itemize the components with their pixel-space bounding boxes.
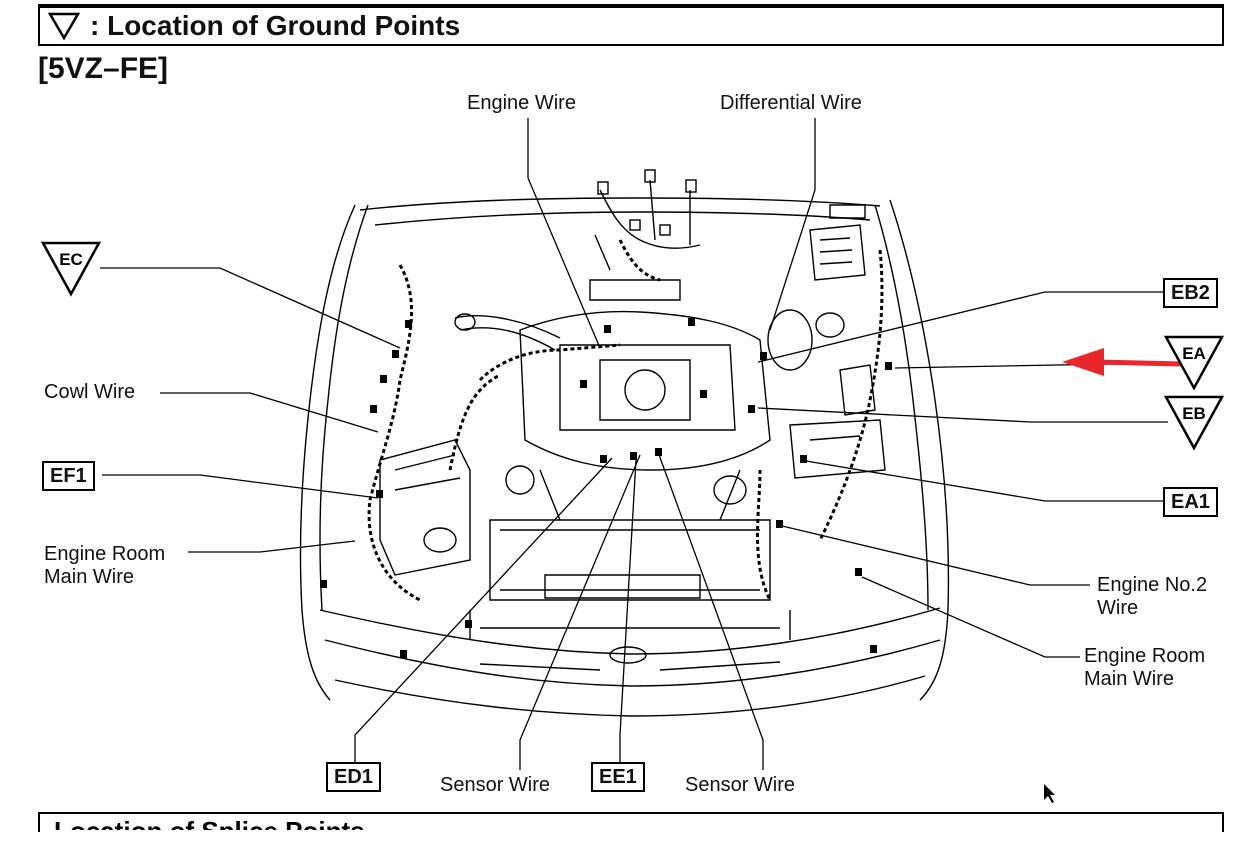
engine-compartment-diagram (100, 118, 1183, 803)
sensor-wire-left-label: Sensor Wire (440, 774, 551, 796)
page-title: : Location of Ground Points (90, 10, 461, 41)
ground-point-ed1: ED1 (326, 762, 381, 792)
ground-triangle-icon (48, 12, 80, 41)
ground-point-ea-marker: EA (1163, 335, 1225, 391)
ground-point-ea1: EA1 (1163, 487, 1218, 517)
ground-point-ee1: EE1 (591, 762, 645, 792)
engine-no2-wire-label: Engine No.2 Wire (1097, 574, 1208, 619)
ground-point-ec-label: EC (59, 250, 83, 269)
ground-point-eb-marker: EB (1163, 395, 1225, 451)
vehicle-outline (299, 169, 950, 717)
next-section-header: Location of Splice Points (38, 812, 1224, 832)
engine-wire-label: Engine Wire (467, 92, 576, 114)
red-arrow-indicator (1062, 348, 1183, 376)
ground-point-ea-label: EA (1182, 344, 1206, 363)
engine-model: [5VZ–FE] (38, 52, 169, 85)
ground-point-eb2: EB2 (1163, 278, 1218, 308)
section-header: : Location of Ground Points (38, 6, 1224, 46)
engine-room-main-wire-left-label: Engine Room Main Wire (44, 543, 166, 588)
ground-point-ef1: EF1 (42, 461, 95, 491)
connector-markers (320, 318, 892, 658)
leader-lines (100, 118, 1169, 770)
sensor-wire-right-label: Sensor Wire (685, 774, 796, 796)
engine-room-main-wire-right-label: Engine Room Main Wire (1084, 645, 1206, 690)
previous-section-border (38, 0, 1224, 6)
mouse-cursor-icon (1044, 784, 1055, 803)
next-section-title: Location of Splice Points (54, 816, 365, 846)
differential-wire-label: Differential Wire (720, 92, 862, 114)
cowl-wire-label: Cowl Wire (44, 381, 136, 403)
ground-point-ec-marker: EC (40, 241, 102, 297)
ground-point-eb-label: EB (1182, 404, 1206, 423)
